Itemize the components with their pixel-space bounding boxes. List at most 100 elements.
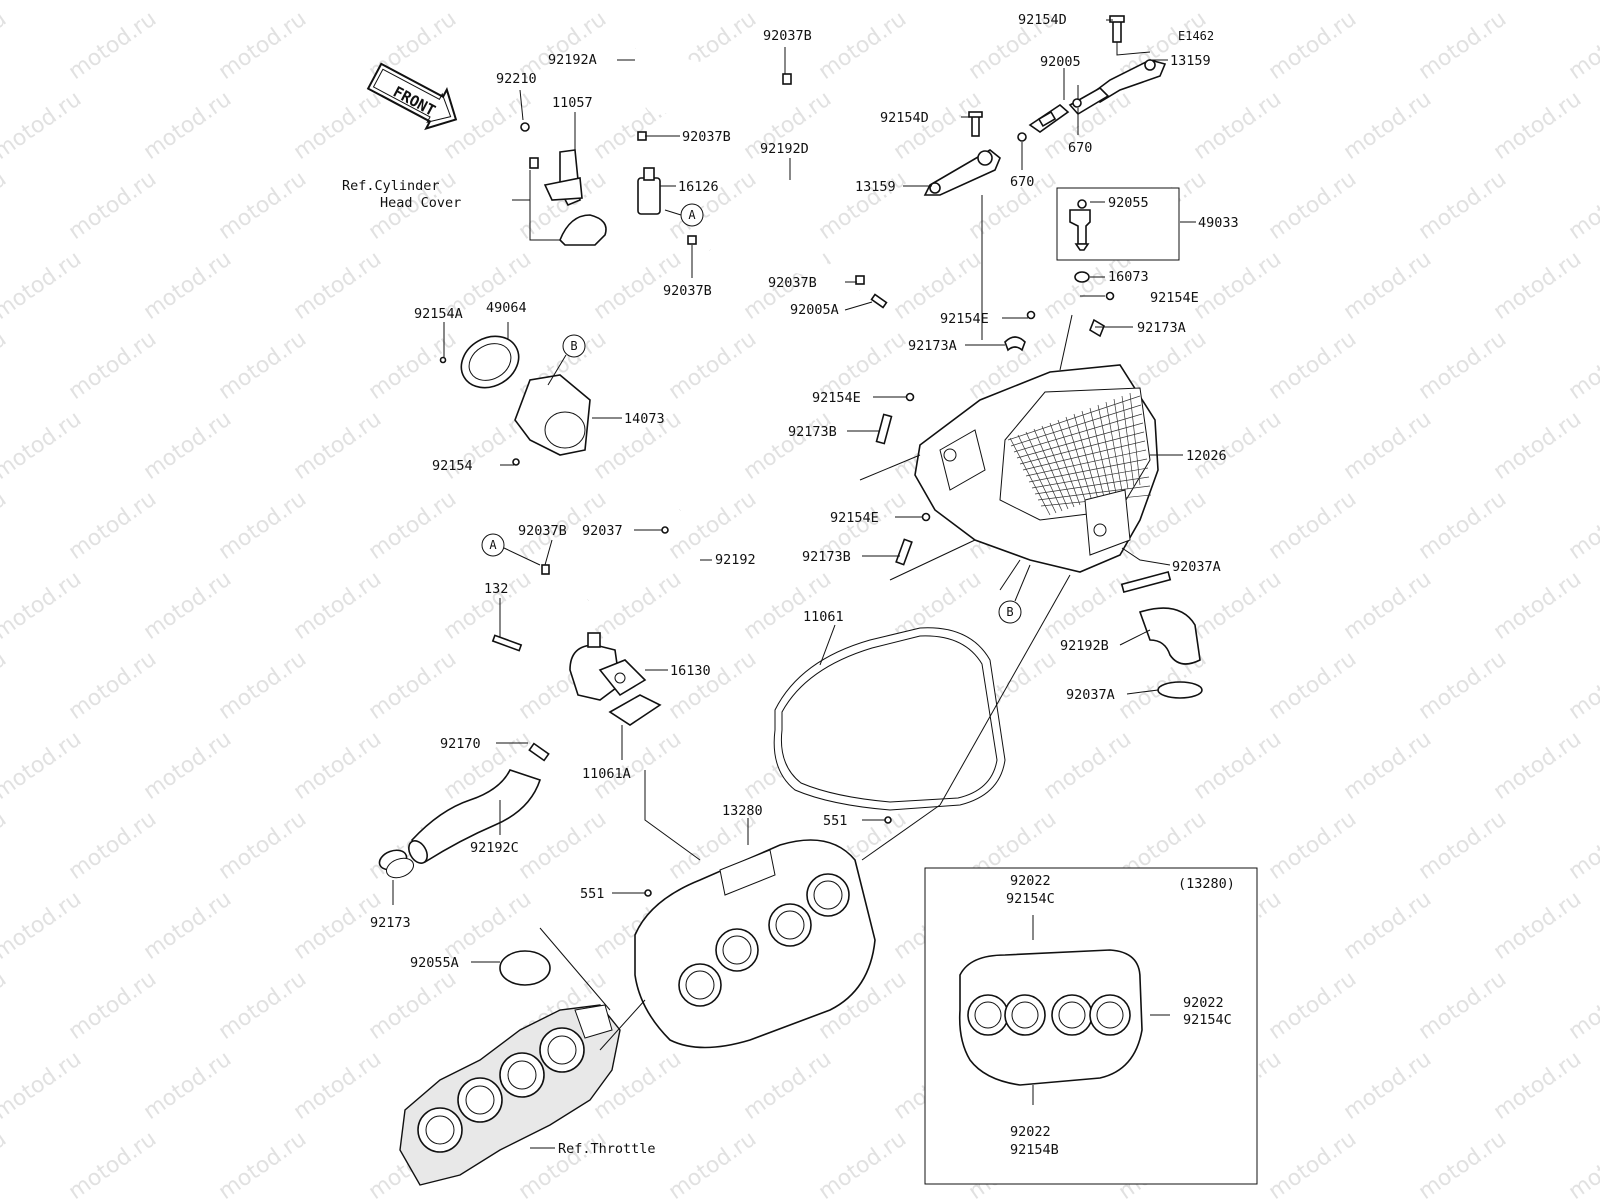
watermark-text: motod.ru [1039,0,1136,5]
front-arrow-icon [366,62,458,131]
pipe-92170 [528,742,550,762]
watermark-text: motod.ru [214,487,311,565]
watermark-text: motod.ru [1564,487,1600,565]
label-E1462: E1462 [1178,29,1214,43]
pin-551-a [884,816,892,824]
leader-lines [392,19,1196,1149]
watermark-text: motod.ru [214,647,311,725]
watermark-text: motod.ru [0,567,86,645]
ring-670-b [1017,132,1027,142]
watermark-text: motod.ru [589,0,686,5]
watermark-text: motod.ru [1564,647,1600,725]
label-inset-92154C-top: 92154C [1006,891,1055,907]
svg-text:A: A [489,538,497,552]
watermark-text: motod.ru [214,167,311,245]
watermark-text: motod.ru [0,7,11,85]
watermark-text: motod.ru [0,967,11,1045]
watermark-text: motod.ru [0,887,86,965]
watermark-text: motod.ru [1339,407,1436,485]
label-11061: 11061 [803,609,844,625]
mesh-line [1057,419,1087,504]
label-92173A-b: 92173A [908,338,957,354]
svg-text:B: B [1006,605,1013,619]
valve-16130 [569,632,647,701]
mesh-line [1081,410,1105,498]
callout-b-lower: B [998,600,1022,624]
watermark-text: motod.ru [289,247,386,325]
watermark-text: motod.ru [1189,247,1286,325]
watermark-text: motod.ru [139,1047,236,1125]
mesh-line [1097,404,1117,494]
label-92154E-c: 92154E [812,390,861,406]
watermark-text: motod.ru [1564,167,1600,245]
label-92192D: 92192D [760,141,809,157]
watermark-text: motod.ru [1414,327,1511,405]
watermark-text: motod.ru [739,0,836,5]
label-92154: 92154 [432,458,473,474]
label-92005: 92005 [1040,54,1081,70]
label-14073: 14073 [624,411,665,427]
bolt-92154 [512,458,520,466]
watermark-text: motod.ru [1414,487,1511,565]
cylinder-head-cover-part [559,214,607,246]
watermark-text: motod.ru [289,87,386,165]
watermark-text: motod.ru [364,327,461,405]
label-92154D-top: 92154D [1018,12,1067,28]
watermark-text: motod.ru [1189,0,1286,5]
watermark-text: motod.ru [139,727,236,805]
label-ref-cylinder-line1: Ref.Cylinder [342,178,440,194]
label-inset-92022-bot: 92022 [1010,1124,1051,1140]
watermark-text: motod.ru [0,487,11,565]
watermark-text: motod.ru [139,247,236,325]
watermark-text: motod.ru [1564,7,1600,85]
bolt-92154E-b [1105,291,1115,301]
joint-92005 [1028,103,1070,133]
bolt-92154A [439,356,447,364]
bolt-92154E-c [905,392,915,402]
watermark-text: motod.ru [1264,327,1361,405]
label-92173B-b: 92173B [802,549,851,565]
watermark-text: motod.ru [739,407,836,485]
callout-a-upper: A [680,203,704,227]
watermark-text: motod.ru [1489,887,1586,965]
watermark-text: motod.ru [514,807,611,885]
label-92173: 92173 [370,915,411,931]
clamp-92173 [378,849,415,879]
watermark-text: motod.ru [1264,1127,1361,1200]
mesh-line [1031,467,1149,489]
watermark-text: motod.ru [64,967,161,1045]
watermark-text: motod.ru [0,807,11,885]
watermark-text: motod.ru [0,327,11,405]
watermark-text: motod.ru [214,967,311,1045]
plate-13280 [634,839,876,1049]
label-92037: 92037 [582,523,623,539]
air-filter-mesh [1007,392,1152,516]
watermark-text: motod.ru [589,567,686,645]
mesh-line [1009,437,1051,516]
label-551-b: 551 [580,886,604,902]
watermark-text: motod.ru [64,1127,161,1200]
clip-92173A-left [1004,336,1026,352]
clamp-92037 [661,526,669,534]
watermark-text: motod.ru [1189,407,1286,485]
watermark-text: motod.ru [64,647,161,725]
watermark-text: motod.ru [139,0,236,5]
label-inset-13280: (13280) [1178,876,1235,892]
watermark-text: motod.ru [439,567,536,645]
watermark-text: motod.ru [0,167,11,245]
bolt-11057-small [529,157,539,169]
watermark-text: motod.ru [1189,567,1286,645]
label-inset-92154B-bot: 92154B [1010,1142,1059,1158]
inset-plate-13280 [958,949,1143,1086]
watermark-text: motod.ru [0,727,86,805]
label-92154E-a: 92154E [1150,290,1199,306]
watermark-text: motod.ru [289,407,386,485]
clamp-92037B-a [782,73,792,85]
watermark-text: motod.ru [1489,87,1586,165]
clip-92173A-right [1089,318,1105,338]
watermark-text: motod.ru [1189,727,1286,805]
label-92154D-mid: 92154D [880,110,929,126]
watermark-text: motod.ru [1489,407,1586,485]
svg-text:B: B [570,339,577,353]
